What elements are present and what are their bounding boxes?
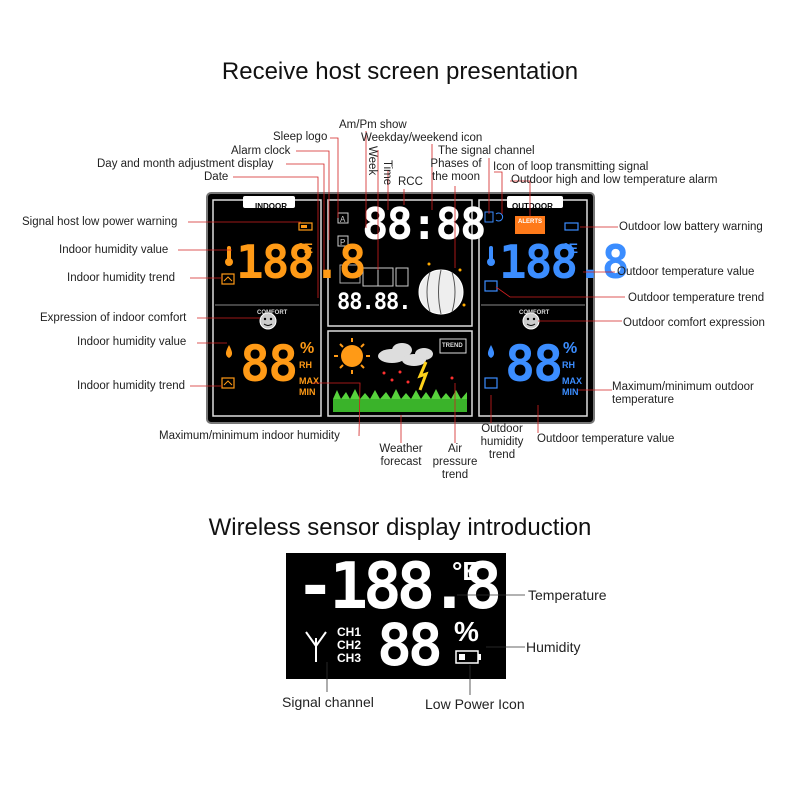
label-indoor-comfort: Expression of indoor comfort [40,312,187,324]
outdoor-temp-digits: 188.8 [499,235,629,289]
label-loop-icon: Icon of loop transmitting signal [493,161,649,173]
label-date: Date [204,171,229,183]
sensor-pct: % [454,616,479,647]
label-outdoor-temp-trend: Outdoor temperature trend [628,292,765,304]
label-indoor-hum-value-2: Indoor humidity value [77,336,187,348]
trend-label: TREND [442,343,463,349]
clock-box [327,199,473,327]
wireless-title: Wireless sensor display introduction [208,514,592,541]
label-rcc: RCC [398,176,423,188]
label-indoor-hum-trend-1: Indoor humidity trend [67,272,176,284]
trend-icon [484,377,498,389]
lightning-icon [417,361,429,391]
outdoor-tab-label: OUTDOOR [512,202,553,211]
pm-indicator: P [340,238,346,247]
battery-icon [564,222,579,231]
label-low-power: Low Power Icon [425,696,525,712]
indoor-hum-digits: 88 [240,335,298,393]
outdoor-rh: RH [562,360,575,370]
indoor-rh: RH [299,360,312,370]
sun-icon [334,338,370,374]
outdoor-min: MIN [562,387,579,397]
label-indoor-hum-value-1: Indoor humidity value [59,244,169,256]
sleep-icon [337,212,349,224]
trend-icon [484,280,498,292]
indoor-min: MIN [299,387,316,397]
outdoor-hum-digits: 88 [505,335,563,393]
moon-phase-icon [418,269,464,315]
label-signal-channel-sensor: Signal channel [282,694,374,710]
label-outdoor-low-battery: Outdoor low battery warning [619,221,763,233]
weekday-icon [339,264,361,284]
label-sleep: Sleep logo [273,131,328,143]
label-alarm: Alarm clock [231,145,291,157]
indoor-comfort-label: COMFORT [257,310,288,316]
label-indoor-hum-trend-2: Indoor humidity trend [77,380,186,392]
label-host-low-power: Signal host low power warning [22,216,178,228]
thermometer-icon [487,246,495,266]
label-humidity: Humidity [526,639,581,655]
grass-graphic [333,399,467,412]
date-digits: 88.88. [337,290,411,315]
sensor-deg: °E [452,556,480,586]
label-weather-forecast: Weather forecast [379,443,423,468]
receive-title: Receive host screen presentation [221,58,579,85]
alarm-icon [337,235,349,247]
label-day-month: Day and month adjustment display [97,158,274,170]
am-indicator: A [340,215,346,224]
label-moon-phases: Phases of the moon [430,158,482,183]
indoor-deg: °E [298,240,313,256]
label-outdoor-alarm: Outdoor high and low temperature alarm [511,174,718,186]
indoor-tab-label: INDOOR [255,202,287,211]
label-air-pressure: Air pressure trend [432,443,478,481]
label-max-min-outdoor: Maximum/minimum outdoor temperature [612,381,754,406]
outdoor-max: MAX [562,376,582,386]
indoor-max: MAX [299,376,319,386]
label-outdoor-temp-value-2: Outdoor temperature value [537,433,675,445]
humidity-drop-icon [225,345,233,358]
humidity-drop-icon [487,345,495,358]
sensor-ch2: CH2 [337,638,362,652]
comfort-face-icon [259,312,277,330]
cloud-icon [378,343,433,366]
label-outdoor-temp-value-1: Outdoor temperature value [617,266,755,278]
alert-icon [515,216,545,234]
outdoor-deg: °E [563,240,578,256]
label-time: Time [381,160,393,186]
rain-icon [382,370,454,384]
rcc-icon [401,208,407,224]
pressure-trend-icon [439,338,467,354]
outdoor-comfort-label: COMFORT [519,310,550,316]
label-week: Week [366,146,378,176]
label-signal-channel: The signal channel [438,145,535,157]
thermometer-icon [225,246,233,266]
alerts-label: ALERTS [518,219,542,225]
indoor-pct: % [300,340,315,357]
outdoor-pct: % [563,340,578,357]
label-temperature: Temperature [528,587,607,603]
label-outdoor-hum-trend: Outdoor humidity trend [480,423,524,461]
label-max-min-indoor: Maximum/minimum indoor humidity [159,430,340,442]
label-am-pm: Am/Pm show [339,119,407,131]
label-outdoor-comfort: Outdoor comfort expression [623,317,765,329]
label-weekday: Weekday/weekend icon [361,132,483,144]
sensor-hum-digits: 88 [377,611,443,679]
clock-digits: 88:88 [362,199,486,250]
sensor-ch1: CH1 [337,625,362,639]
trend-icon [221,377,235,389]
sensor-ch3: CH3 [337,651,362,665]
weather-box [327,330,473,417]
sensor-temp-digits: -188.8 [296,550,502,624]
